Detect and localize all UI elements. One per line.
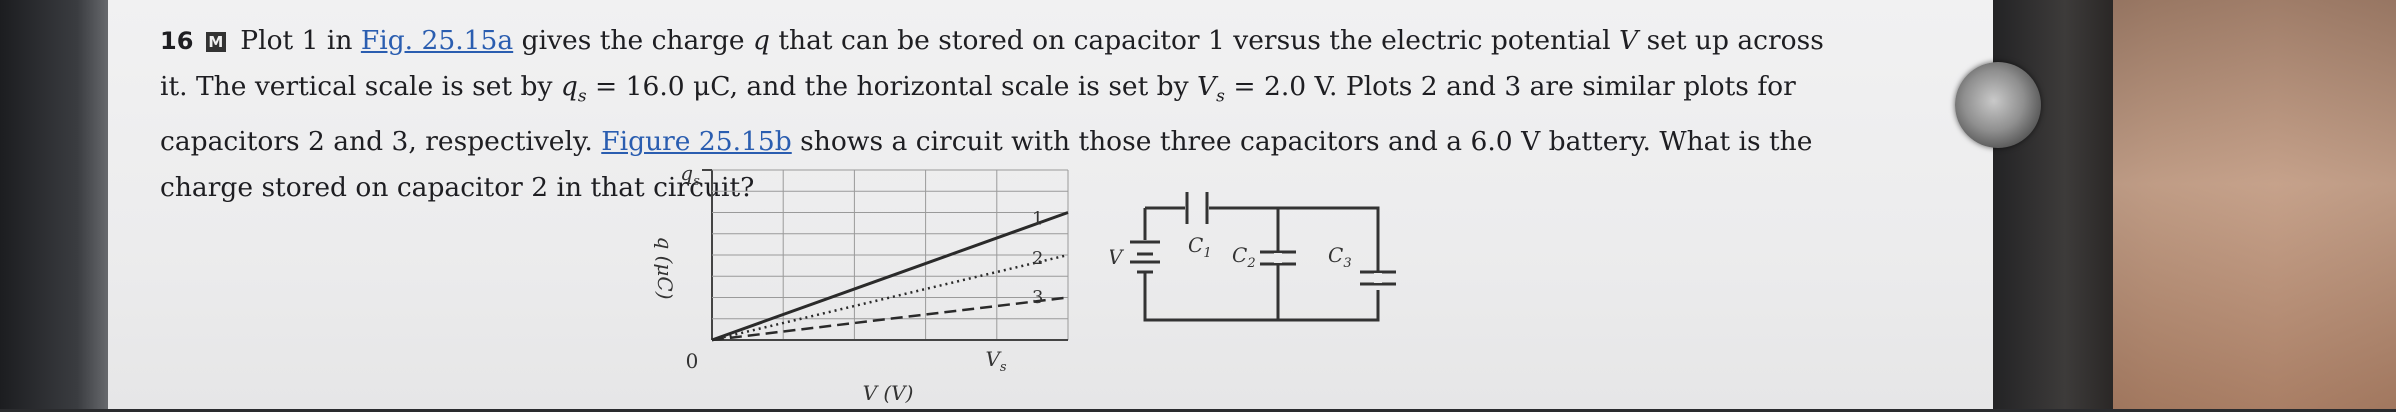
problem-text: 16 M Plot 1 in Fig. 25.15a gives the cha… bbox=[160, 25, 1824, 204]
background-left-edge bbox=[0, 0, 110, 409]
figure-b-link[interactable]: Figure 25.15b bbox=[601, 126, 792, 158]
problem-number: 16 bbox=[160, 27, 194, 55]
y-tick-qs: qs bbox=[680, 161, 700, 189]
x-tick-origin: 0 bbox=[686, 349, 699, 373]
series-line-3 bbox=[711, 296, 1069, 342]
plot-line-labels: 1 2 3 bbox=[1032, 209, 1043, 308]
figure-a-graph: q (μC) V (V) 0 Vs qs 1 2 3 bbox=[600, 158, 1120, 412]
figure-b-circuit: V C1 C2 C3 bbox=[1108, 180, 1410, 334]
device-button bbox=[1955, 62, 2041, 148]
plot-series bbox=[711, 211, 1069, 342]
background-right-edge bbox=[1993, 0, 2396, 409]
c1-label: C1 bbox=[1188, 233, 1212, 261]
wire-top-right bbox=[1209, 206, 1380, 272]
x-tick-vs: Vs bbox=[985, 347, 1006, 375]
battery-label: V bbox=[1110, 245, 1125, 269]
plot-grid bbox=[702, 169, 1069, 341]
series-line-1 bbox=[711, 211, 1069, 342]
series-line-2 bbox=[711, 253, 1069, 342]
x-axis-label: V (V) bbox=[863, 381, 914, 405]
figure-a-link[interactable]: Fig. 25.15a bbox=[360, 25, 514, 56]
c2-capacitor bbox=[1260, 250, 1296, 266]
difficulty-badge: M bbox=[205, 32, 226, 52]
charge-voltage-plot: q (μC) V (V) 0 Vs qs 1 2 3 bbox=[653, 161, 1069, 405]
capacitor-circuit: V C1 C2 C3 bbox=[1108, 192, 1396, 322]
series-label-2: 2 bbox=[1032, 248, 1043, 269]
battery bbox=[1130, 240, 1160, 274]
c1-capacitor bbox=[1185, 192, 1209, 224]
wire-bottom bbox=[1143, 272, 1380, 322]
c2-label: C2 bbox=[1232, 243, 1256, 271]
y-axis-label: q (μC) bbox=[653, 236, 677, 299]
c3-capacitor bbox=[1360, 270, 1396, 286]
c3-label: C3 bbox=[1328, 243, 1352, 271]
series-label-1: 1 bbox=[1032, 209, 1043, 230]
series-label-3: 3 bbox=[1032, 287, 1043, 308]
